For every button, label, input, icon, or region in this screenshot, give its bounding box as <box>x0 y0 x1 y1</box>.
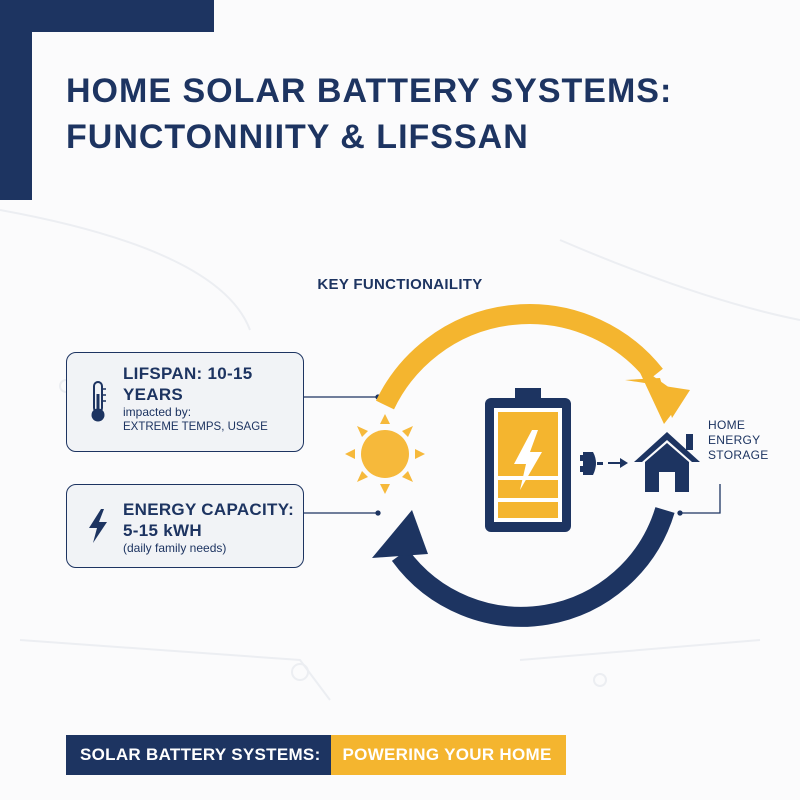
battery-icon <box>485 388 571 532</box>
home-label-line-3: STORAGE <box>708 448 769 462</box>
corner-accent-left <box>0 0 32 200</box>
title-line-2: FUNCTONNIITY & LIFSSAN <box>66 118 529 156</box>
home-label-line-1: HOME <box>708 418 746 432</box>
energy-heading-line-2: 5-15 kWH <box>123 521 202 540</box>
lifespan-factors: EXTREME TEMPS, USAGE <box>123 421 268 433</box>
page-title: HOME SOLAR BATTERY SYSTEMS: FUNCTONNIITY… <box>66 68 786 160</box>
lightning-bolt-icon <box>81 485 115 567</box>
footer-banner-right: POWERING YOUR HOME <box>330 735 566 775</box>
discharge-arc-arrow <box>372 507 675 627</box>
charge-arc-arrow <box>375 304 690 424</box>
title-line-1: HOME SOLAR BATTERY SYSTEMS: <box>66 72 673 110</box>
home-energy-storage-label: HOME ENERGY STORAGE <box>708 418 788 463</box>
lifespan-heading-line-2: YEARS <box>123 385 184 404</box>
plug-icon <box>580 452 603 475</box>
home-label-line-2: ENERGY <box>708 433 761 447</box>
footer-banner: SOLAR BATTERY SYSTEMS: POWERING YOUR HOM… <box>66 735 566 775</box>
energy-heading-line-1: ENERGY CAPACITY: <box>123 500 295 519</box>
footer-banner-left: SOLAR BATTERY SYSTEMS: <box>66 735 331 775</box>
sun-icon <box>345 414 425 494</box>
home-connector <box>680 484 721 514</box>
diagram-heading: KEY FUNCTIONAILITY <box>317 276 483 293</box>
house-icon <box>634 432 700 492</box>
arrow-right-icon <box>608 458 628 468</box>
thermometer-icon <box>81 353 115 451</box>
lifespan-info-box: LIFSPAN: 10-15 YEARS impacted by: EXTREM… <box>66 352 304 452</box>
charging-bolt-icon <box>514 430 542 490</box>
lifespan-heading-line-1: LIFSPAN: 10-15 <box>123 364 253 383</box>
energy-daily-needs: (daily family needs) <box>123 541 227 555</box>
lifespan-impacted-by: impacted by: <box>123 405 192 419</box>
energy-capacity-info-box: ENERGY CAPACITY: 5-15 kWH (daily family … <box>66 484 304 568</box>
corner-accent-top <box>0 0 214 32</box>
